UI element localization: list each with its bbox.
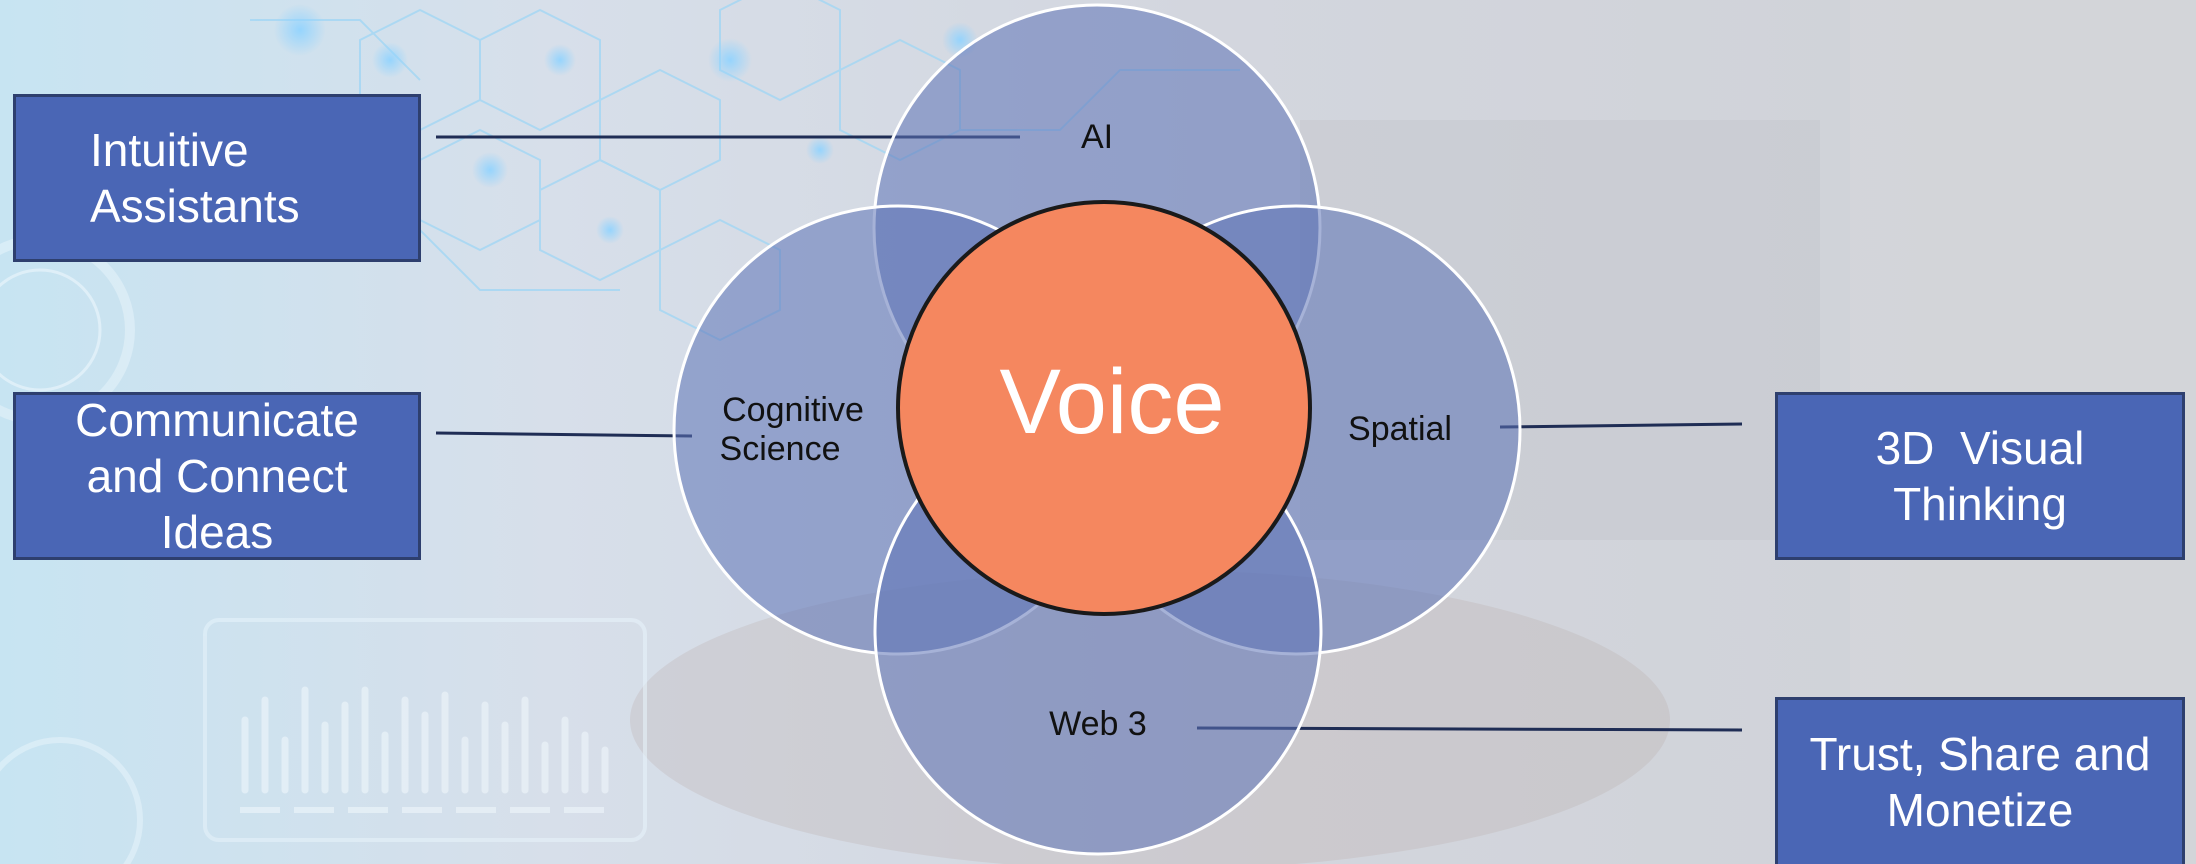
box-intuitive-line1: Intuitive [90,124,249,176]
box-communicate-line3: Ideas [160,506,274,558]
box-intuitive-line2: Assistants [90,180,300,232]
connector-spatial-visual [1499,422,1743,429]
petal-label-web3: Web 3 [1049,705,1147,743]
box-3d-visual-thinking: 3D Visual Thinking [1775,392,2185,560]
box-communicate-line2: and Connect [86,450,348,502]
box-visual-line1: 3D Visual [1875,422,2085,474]
center-label-voice: Voice [999,351,1224,453]
box-trust-line2: Monetize [1886,784,2074,836]
petal-label-ai: AI [1081,118,1113,156]
box-communicate-connect-ideas: Communicate and Connect Ideas [13,392,421,560]
connector-communicate-cognitive [435,431,693,438]
box-intuitive-assistants: Intuitive Assistants [13,94,421,262]
box-trust-share-monetize: Trust, Share and Monetize [1775,697,2185,864]
box-trust-line1: Trust, Share and [1809,728,2151,780]
network-nodes-decoration [274,4,978,244]
bar-chart-screen-decoration [203,618,647,842]
petal-label-spatial: Spatial [1348,410,1452,448]
petal-label-cognitive-line2: Science [720,430,841,468]
box-communicate-line1: Communicate [75,394,359,446]
box-visual-line2: Thinking [1893,478,2067,530]
petal-label-cognitive-line1: Cognitive [722,391,864,429]
center-circle-voice [896,200,1312,616]
